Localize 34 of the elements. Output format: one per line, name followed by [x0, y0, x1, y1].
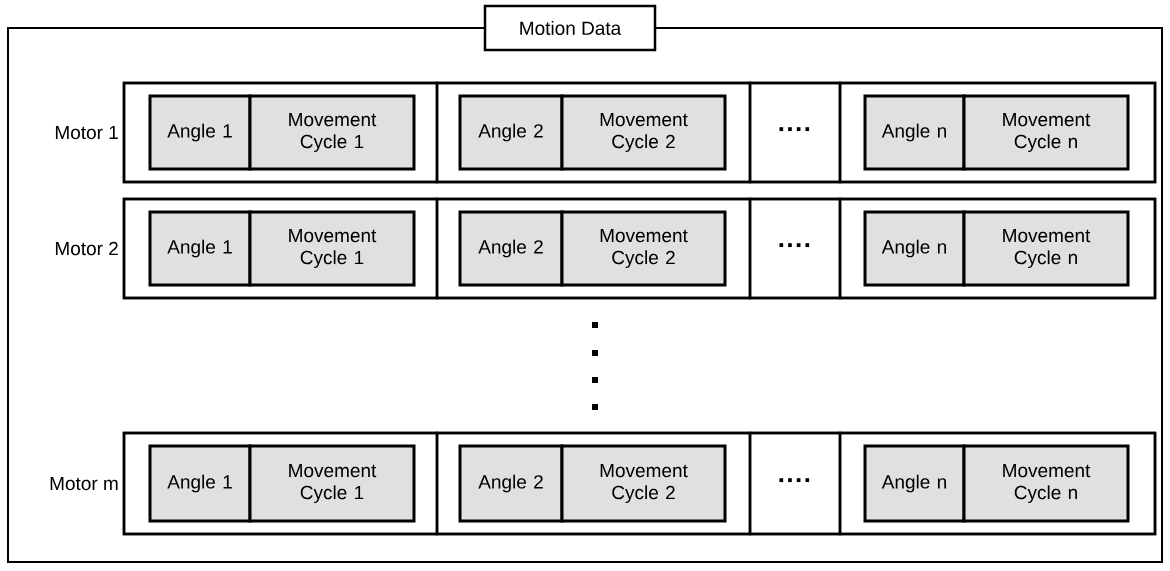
cell-box [435, 197, 752, 300]
ellipsis-cell: ···· [748, 197, 842, 300]
data-field: Movement Cycle n [962, 210, 1130, 287]
row-label: Motor m [50, 476, 118, 491]
cell-box [838, 81, 1157, 184]
data-field: Movement Cycle 2 [560, 210, 727, 287]
row-label: Motor 2 [55, 241, 118, 256]
row-label: Motor 1 [55, 125, 118, 140]
cell-box [122, 81, 439, 184]
ellipsis-cell: ···· [748, 81, 842, 184]
cell-box [838, 431, 1157, 536]
data-field: Movement Cycle 2 [560, 94, 727, 171]
cell-box [838, 197, 1157, 300]
data-field: Angle 2 [458, 94, 564, 171]
data-field: Movement Cycle 1 [248, 210, 416, 287]
data-field: Movement Cycle n [962, 444, 1130, 523]
data-field: Angle 1 [148, 444, 252, 523]
data-field: Movement Cycle 2 [560, 444, 727, 523]
cell-box [435, 431, 752, 536]
cell-box [122, 431, 439, 536]
data-field: Movement Cycle n [962, 94, 1130, 171]
data-field: Angle n [863, 94, 966, 171]
data-field: Angle n [863, 210, 966, 287]
data-field: Angle n [863, 444, 966, 523]
ellipsis-cell: ···· [748, 431, 842, 536]
data-field: Angle 2 [458, 444, 564, 523]
data-field: Movement Cycle 1 [248, 444, 416, 523]
title-box: Motion Data [483, 4, 657, 52]
data-field: Angle 1 [148, 94, 252, 171]
data-field: Angle 1 [148, 210, 252, 287]
data-field: Movement Cycle 1 [248, 94, 416, 171]
data-field: Angle 2 [458, 210, 564, 287]
cell-box [122, 197, 439, 300]
cell-box [435, 81, 752, 184]
